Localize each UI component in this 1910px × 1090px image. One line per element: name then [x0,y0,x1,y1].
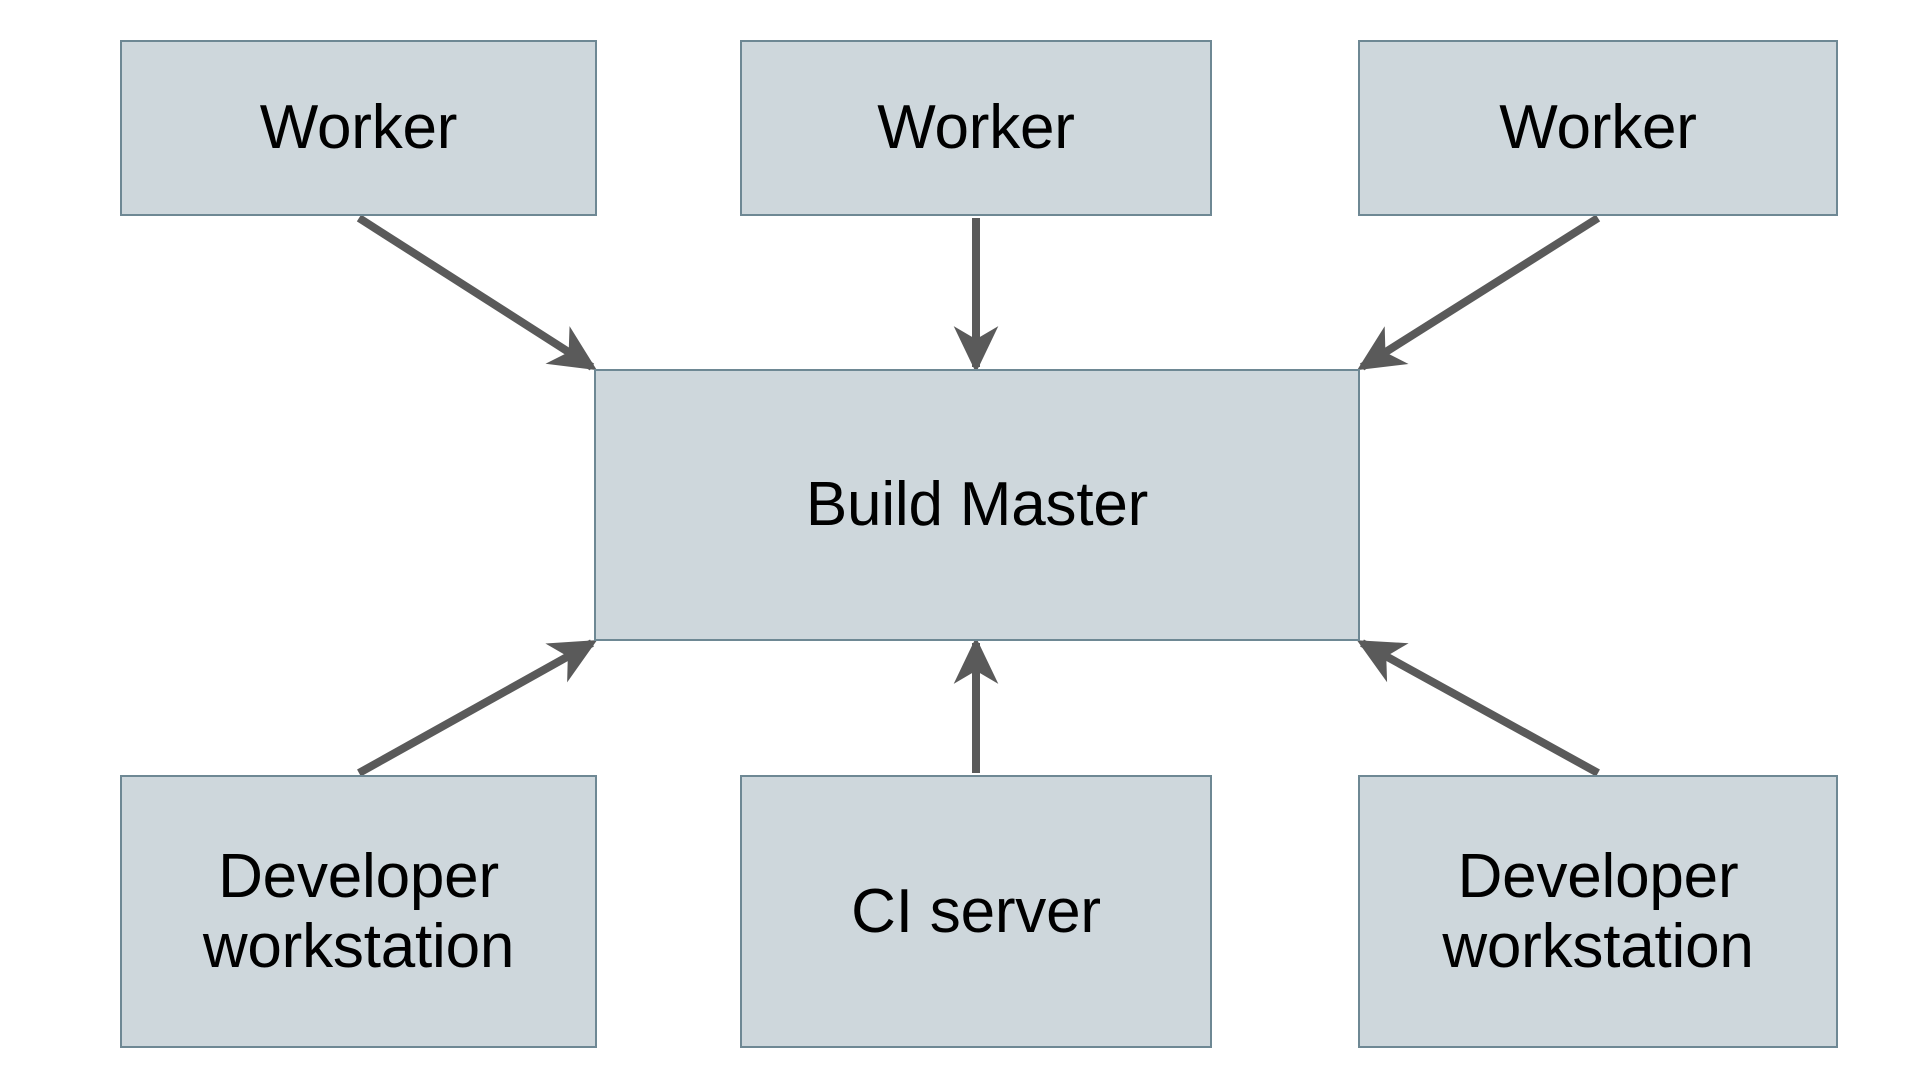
edge-dev-left-to-build-master [357,639,598,777]
node-label: CI server [851,876,1101,946]
node-worker-3[interactable]: Worker [1358,40,1838,216]
edge-worker-3-to-build-master [1357,214,1601,371]
node-developer-workstation-left[interactable]: Developer workstation [120,775,597,1048]
node-label: Worker [877,93,1075,163]
node-developer-workstation-right[interactable]: Developer workstation [1358,775,1838,1048]
node-label: Developer workstation [202,842,515,981]
node-worker-2[interactable]: Worker [740,40,1212,216]
node-label: Developer workstation [1442,842,1754,981]
node-label: Worker [1499,93,1697,163]
edge-dev-right-to-build-master [1356,639,1600,777]
node-ci-server[interactable]: CI server [740,775,1212,1048]
node-label: Worker [259,93,458,163]
node-build-master[interactable]: Build Master [594,369,1360,641]
edge-worker-1-to-build-master [356,214,597,371]
node-label: Build Master [805,470,1149,540]
node-worker-1[interactable]: Worker [120,40,597,216]
